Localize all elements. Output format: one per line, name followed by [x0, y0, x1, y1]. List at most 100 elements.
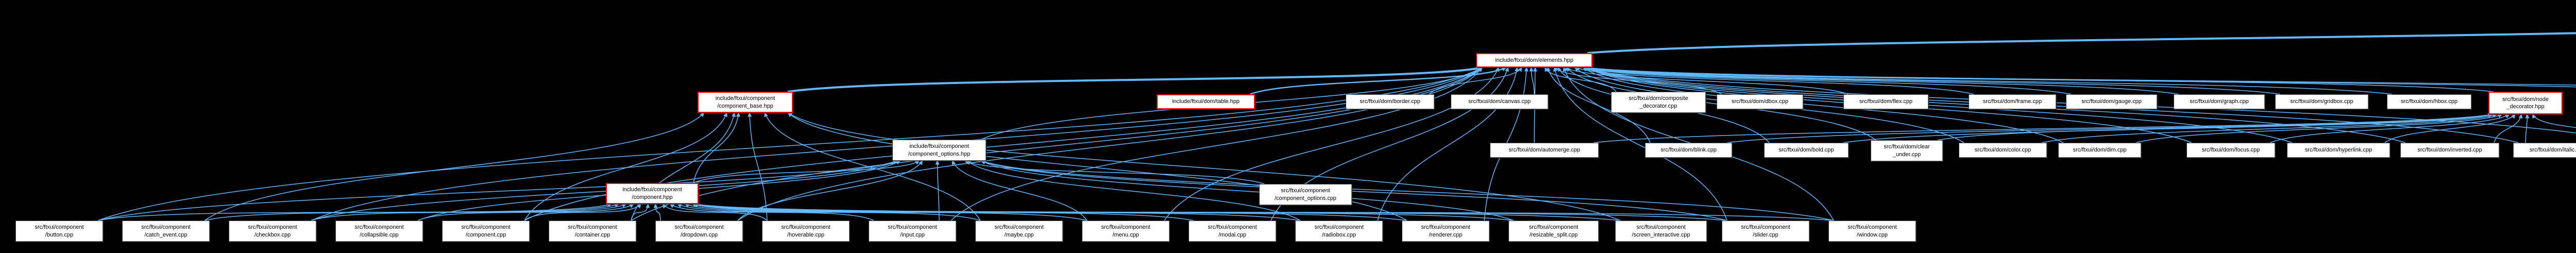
- graph-node-border[interactable]: src/ftxui/dom/border.cpp: [1346, 94, 1434, 109]
- graph-node-label: src/ftxui/component: [248, 224, 297, 231]
- graph-node-label: /collapsible.cpp: [360, 231, 399, 238]
- graph-node-f_checkbox[interactable]: src/ftxui/component/checkbox.cpp: [229, 221, 316, 242]
- graph-node-label: src/ftxui/component: [888, 224, 937, 231]
- graph-node-label: /container.cpp: [574, 231, 611, 238]
- edge-chpp-to-copts: [693, 160, 920, 183]
- graph-node-f_hoverable[interactable]: src/ftxui/component/hoverable.cpp: [762, 221, 850, 242]
- graph-node-focus[interactable]: src/ftxui/dom/focus.cpp: [2187, 143, 2275, 158]
- graph-node-color[interactable]: src/ftxui/dom/color.cpp: [1959, 143, 2047, 158]
- graph-node-label: /renderer.cpp: [1429, 231, 1463, 238]
- graph-node-cbase[interactable]: include/ftxui/component/component_base.h…: [698, 92, 793, 113]
- graph-node-label: /component.cpp: [465, 231, 506, 238]
- graph-node-hyperlink[interactable]: src/ftxui/dom/hyperlink.cpp: [2287, 143, 2390, 158]
- graph-node-f_renderer[interactable]: src/ftxui/component/renderer.cpp: [1402, 221, 1489, 242]
- graph-node-f_collapsible[interactable]: src/ftxui/component/collapsible.cpp: [335, 221, 423, 242]
- graph-node-dbox[interactable]: src/ftxui/dom/dbox.cpp: [1717, 94, 1803, 109]
- graph-node-label: src/ftxui/component: [1636, 224, 1686, 231]
- graph-node-f_button[interactable]: src/ftxui/component/button.cpp: [15, 221, 103, 242]
- edge-f_catch_event-to-chpp: [204, 203, 620, 221]
- graph-node-label: src/ftxui/component: [1421, 224, 1470, 231]
- graph-node-coptscpp[interactable]: src/ftxui/component/component_options.cp…: [1259, 184, 1352, 205]
- edge-table-to-elements: [1249, 66, 1506, 95]
- graph-node-f_catch_event[interactable]: src/ftxui/component/catch_event.cpp: [122, 221, 210, 242]
- graph-node-bold[interactable]: src/ftxui/dom/bold.cpp: [1764, 143, 1849, 158]
- graph-node-label: _decorator.hpp: [2506, 104, 2545, 110]
- graph-node-label: src/ftxui/component: [1208, 224, 1257, 231]
- graph-node-f_input[interactable]: src/ftxui/component/input.cpp: [869, 221, 956, 242]
- graph-node-f_modal[interactable]: src/ftxui/component/modal.cpp: [1189, 221, 1276, 242]
- graph-node-dim[interactable]: src/ftxui/dom/dim.cpp: [2058, 143, 2141, 158]
- graph-node-table[interactable]: include/ftxui/dom/table.hpp: [1157, 94, 1255, 109]
- graph-node-graphcpp[interactable]: src/ftxui/dom/graph.cpp: [2174, 94, 2265, 109]
- graph-node-flex[interactable]: src/ftxui/dom/flex.cpp: [1843, 94, 1928, 109]
- graph-node-frame[interactable]: src/ftxui/dom/frame.cpp: [1969, 94, 2056, 109]
- graph-node-label: include/ftxui/dom/elements.hpp: [1495, 57, 1573, 63]
- graph-node-elements[interactable]: include/ftxui/dom/elements.hpp: [1476, 53, 1592, 68]
- graph-node-f_screen_interactive[interactable]: src/ftxui/component/screen_interactive.c…: [1615, 221, 1707, 242]
- graph-node-f_component[interactable]: src/ftxui/component/component.cpp: [442, 221, 530, 242]
- graph-node-nodedec[interactable]: src/ftxui/dom/node_decorator.hpp: [2488, 92, 2563, 114]
- edge-chpp-to-cbase: [693, 112, 740, 183]
- edge-lingrad-to-nodedec: [2532, 113, 2576, 128]
- graph-node-gridbox[interactable]: src/ftxui/dom/gridbox.cpp: [2275, 94, 2368, 109]
- graph-node-label: /radiobox.cpp: [1321, 231, 1357, 238]
- edge-graphcpp-to-elements: [1586, 66, 2179, 95]
- graph-node-label: src/ftxui/dom/hbox.cpp: [2400, 98, 2458, 105]
- edge-f_catch_event-to-cbase: [204, 112, 705, 221]
- graph-node-label: src/ftxui/dom/clear: [1884, 144, 1930, 150]
- edge-f_resizable_split-to-copts: [980, 160, 1514, 221]
- graph-node-f_resizable_split[interactable]: src/ftxui/component/resizable_split.cpp: [1509, 221, 1599, 242]
- edge-coptscpp-to-copts: [964, 160, 1265, 184]
- edge-canvas-to-elements: [1529, 66, 1535, 95]
- graph-node-label: include/ftxui/component: [909, 143, 969, 150]
- graph-node-f_menu[interactable]: src/ftxui/component/menu.cpp: [1082, 221, 1170, 242]
- graph-node-label: /modal.cpp: [1218, 231, 1246, 238]
- edge-f_container-to-elements: [631, 67, 1483, 221]
- graph-node-label: /catch_event.cpp: [144, 231, 188, 238]
- graph-node-f_container[interactable]: src/ftxui/component/container.cpp: [549, 221, 636, 242]
- graph-node-copts[interactable]: include/ftxui/component/component_option…: [892, 140, 986, 161]
- graph-node-label: src/ftxui/dom/italic.cpp: [2529, 147, 2576, 154]
- graph-node-f_maybe[interactable]: src/ftxui/component/maybe.cpp: [975, 221, 1063, 242]
- graph-node-italic[interactable]: src/ftxui/dom/italic.cpp: [2513, 143, 2576, 158]
- graph-node-canvas[interactable]: src/ftxui/dom/canvas.cpp: [1451, 94, 1548, 109]
- edge-automerge-to-nodedec: [1593, 113, 2493, 143]
- graph-node-automerge[interactable]: src/ftxui/dom/automerge.cpp: [1490, 143, 1599, 158]
- edge-f_window-to-copts: [980, 160, 1834, 221]
- edge-f_dropdown-to-chpp: [653, 203, 661, 221]
- graph-node-inverted[interactable]: src/ftxui/dom/inverted.cpp: [2400, 143, 2499, 158]
- graph-node-chpp[interactable]: include/ftxui/component/component.hpp: [606, 183, 699, 204]
- edge-blink-to-elements: [1547, 66, 1651, 143]
- edge-focus-to-nodedec: [2269, 114, 2510, 143]
- graph-node-gauge[interactable]: src/ftxui/dom/gauge.cpp: [2066, 94, 2157, 109]
- graph-node-label: src/ftxui/dom/focus.cpp: [2201, 147, 2260, 154]
- graph-node-label: /screen_interactive.cpp: [1632, 231, 1690, 238]
- graph-node-label: src/ftxui/component: [1529, 224, 1579, 231]
- edge-dim-to-elements: [1583, 67, 2064, 143]
- edge-clearu-to-nodedec: [1937, 113, 2493, 141]
- graph-node-label: src/ftxui/component: [568, 224, 617, 231]
- graph-node-f_radiobox[interactable]: src/ftxui/component/radiobox.cpp: [1295, 221, 1383, 242]
- edge-gridbox-to-elements: [1586, 66, 2281, 95]
- graph-node-label: include/ftxui/component: [715, 95, 775, 102]
- graph-node-label: src/ftxui/dom/flex.cpp: [1859, 98, 1913, 105]
- graph-node-f_dropdown[interactable]: src/ftxui/component/dropdown.cpp: [655, 221, 743, 242]
- graph-node-label: /hoverable.cpp: [787, 231, 825, 238]
- edge-dim-to-nodedec: [2136, 114, 2503, 143]
- graph-node-blink[interactable]: src/ftxui/dom/blink.cpp: [1645, 143, 1732, 158]
- graph-node-label: src/ftxui/dom/canvas.cpp: [1468, 98, 1531, 105]
- graph-node-f_window[interactable]: src/ftxui/component/window.cpp: [1828, 221, 1916, 242]
- graph-node-compdec[interactable]: src/ftxui/dom/composite_decorator.cpp: [1611, 92, 1706, 113]
- graph-node-label: src/ftxui/dom/frame.cpp: [1982, 98, 2042, 105]
- graph-node-label: src/ftxui/dom/automerge.cpp: [1509, 147, 1580, 154]
- graph-node-label: src/ftxui/dom/gridbox.cpp: [2290, 98, 2353, 105]
- graph-node-label: src/ftxui/component: [994, 224, 1044, 231]
- graph-node-label: include/ftxui/dom/table.hpp: [1172, 98, 1240, 105]
- graph-node-f_slider[interactable]: src/ftxui/component/slider.cpp: [1722, 221, 1809, 242]
- graph-node-clearu[interactable]: src/ftxui/dom/clear_under.cpp: [1871, 140, 1943, 161]
- edge-f_component-to-cbase: [524, 112, 727, 221]
- graph-node-label: src/ftxui/component: [1314, 224, 1364, 231]
- graph-node-hbox[interactable]: src/ftxui/dom/hbox.cpp: [2387, 94, 2471, 109]
- graph-node-label: src/ftxui/component: [35, 224, 84, 231]
